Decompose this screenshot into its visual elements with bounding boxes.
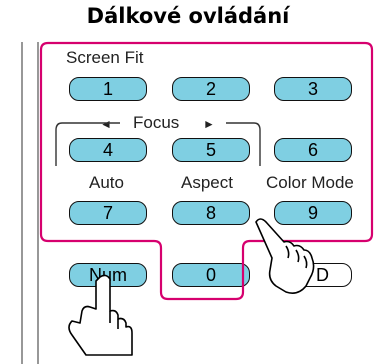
focus-bracket-right	[226, 122, 261, 166]
key-1[interactable]: 1	[69, 77, 147, 101]
focus-right-arrow: ►	[203, 117, 215, 131]
partial-key-label: D	[316, 264, 329, 285]
key-0[interactable]: 0	[172, 263, 250, 287]
page-title: Dálkové ovládání	[86, 4, 290, 28]
key-3[interactable]: 3	[274, 77, 352, 101]
num-key[interactable]: Num	[69, 263, 147, 287]
key-8[interactable]: 8	[172, 201, 250, 225]
screen-fit-label: Screen Fit	[66, 48, 144, 67]
key-9[interactable]: 9	[274, 201, 352, 225]
pointing-hand-icon	[68, 274, 133, 356]
key-7[interactable]: 7	[69, 201, 147, 225]
key-2[interactable]: 2	[172, 77, 250, 101]
auto-label: Auto	[89, 173, 124, 192]
color-mode-label: Color Mode	[266, 173, 354, 192]
key-5[interactable]: 5	[172, 138, 250, 162]
key-4[interactable]: 4	[69, 138, 147, 162]
pointing-hand-icon	[255, 218, 315, 294]
focus-left-arrow: ◄	[100, 117, 112, 131]
aspect-label: Aspect	[181, 173, 233, 192]
key-6[interactable]: 6	[274, 138, 352, 162]
numeric-keys-highlight	[39, 41, 374, 301]
focus-bracket-left	[55, 122, 120, 166]
focus-label: Focus	[133, 113, 180, 132]
